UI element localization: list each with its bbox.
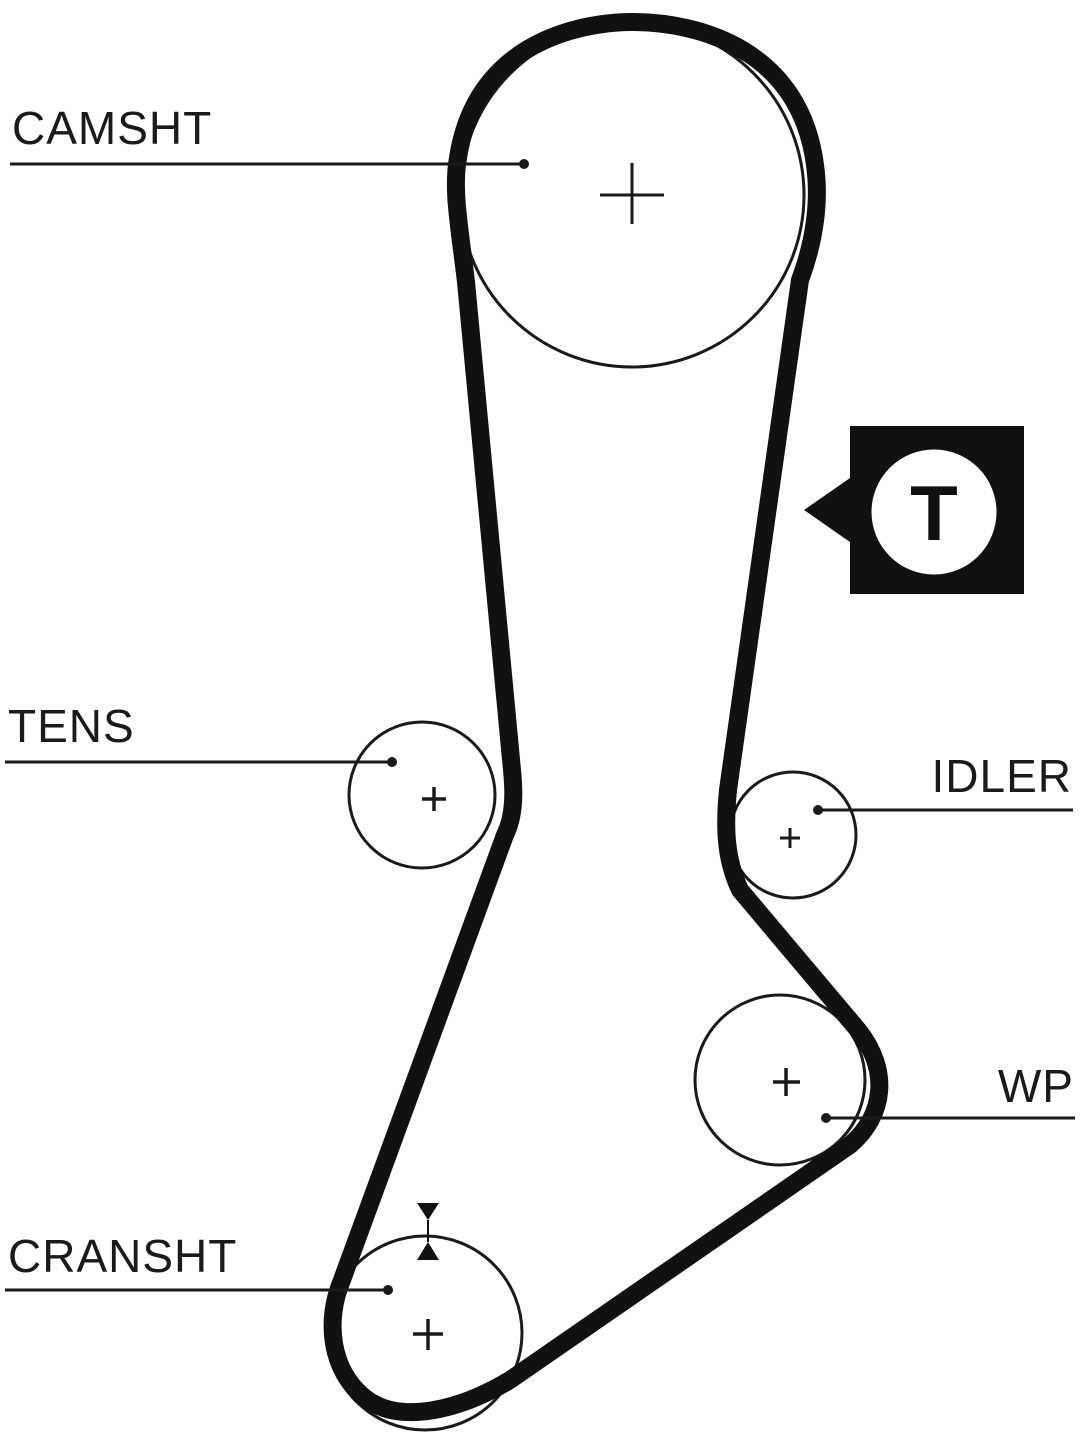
tension-marker-letter: T <box>910 469 958 557</box>
water-pump-label: WP <box>998 1060 1074 1112</box>
crankshaft-label: CRANSHT <box>8 1230 237 1282</box>
tensioner-center-icon <box>422 787 446 811</box>
water-pump-leader-dot <box>821 1113 831 1123</box>
idler-pulley <box>728 770 858 900</box>
idler-center-icon <box>780 828 800 848</box>
tension-point-marker: T <box>804 426 1024 594</box>
crankshaft-leader-dot <box>383 1285 393 1295</box>
water-pump-pulley <box>693 993 867 1167</box>
camshaft-center-icon <box>600 163 664 224</box>
tensioner-leader-dot <box>387 757 397 767</box>
tensioner-pulley <box>347 720 497 870</box>
timing-belt <box>323 13 889 1422</box>
tensioner-label: TENS <box>8 700 135 752</box>
idler-leader-dot <box>813 805 823 815</box>
camshaft-leader-dot <box>519 159 529 169</box>
crankshaft-timing-mark-icon <box>417 1203 439 1260</box>
crankshaft-center-icon <box>413 1319 443 1350</box>
water-pump-center-icon <box>773 1068 800 1096</box>
idler-label: IDLER <box>932 750 1072 802</box>
tension-marker-badge <box>868 446 1000 578</box>
camshaft-label: CAMSHT <box>12 102 212 154</box>
